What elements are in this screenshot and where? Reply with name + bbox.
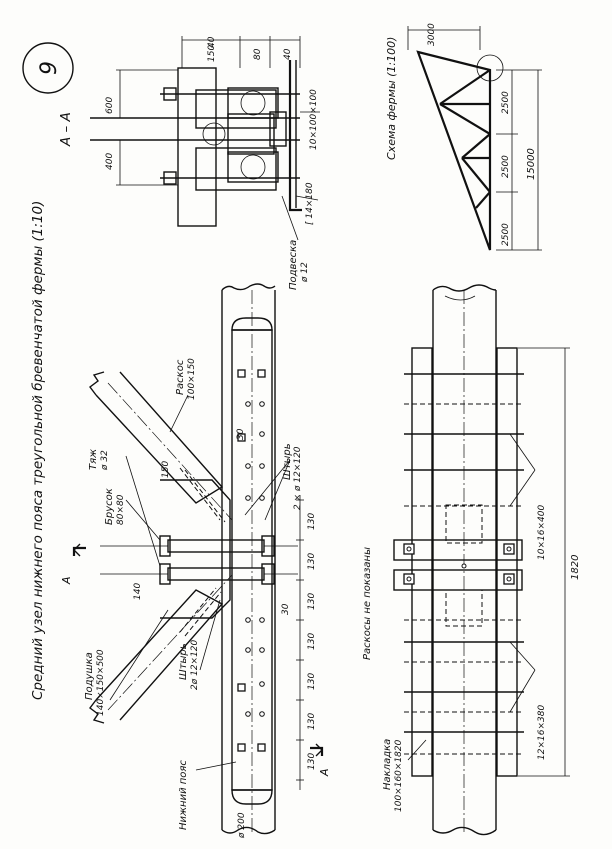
nizhniy-poyas-label: Нижний пояс [178,760,189,830]
dim-2500c: 2500 [501,223,511,246]
channel-size: [ 14×180 [305,182,315,225]
dim-3000: 3000 [427,23,437,46]
bolts-top-spec: 10×16×400 [537,505,547,560]
raskos-label: Раскос [175,359,186,395]
dim-130-7: 130 [307,753,317,770]
dim-130-3: 130 [307,593,317,610]
dim-150: 150 [161,461,171,478]
nakladka-size: 100×160×1820 [394,739,404,812]
note-no-braces: Раскосы не показаны [362,547,373,660]
dim-40a: 40 [207,36,217,48]
chord-bolts [237,369,266,752]
sheet-number-badge: 9 [22,42,74,94]
plan-view [72,283,324,835]
dim-130-5: 130 [307,673,317,690]
shtyr-bottom-size: 2ø 12×120 [190,639,200,690]
dim-30a: 30 [236,428,246,440]
section-title: А – А [58,112,74,147]
dim-2500a: 2500 [501,91,511,114]
dim-130-6: 130 [307,713,317,730]
drawing-title: Средний узел нижнего пояса треугольной б… [30,201,46,700]
dim-400: 400 [105,153,115,170]
dim-130-4: 130 [307,633,317,650]
plan-labels: Раскос 100×150 Тяж ø 32 Брусок 80×80 Под… [60,358,331,839]
podveska-label: Подвеска [288,240,299,290]
dim-30b: 30 [281,603,291,615]
dim-140: 140 [133,583,143,600]
scheme-title: Схема фермы (1:100) [385,37,398,160]
dim-150s: 150 [207,45,217,62]
nakladka-label: Накладка [382,739,393,790]
dim-600: 600 [105,97,115,114]
section-mark-a1: А [60,576,73,585]
shtyr-top-label: Штырь [282,443,293,480]
truss-scheme [407,26,542,251]
brusok-size: 80×80 [116,494,126,525]
side-labels: Раскосы не показаны 10×16×400 12×16×380 … [362,505,581,812]
log-dia: ø 200 [237,812,247,839]
dim-130-1: 130 [307,513,317,530]
section-mark-a2: А [318,768,331,777]
dim-130-2: 130 [307,553,317,570]
dim-1820: 1820 [570,555,581,580]
tyazh-label: Тяж [88,449,99,470]
shtyr-bottom-label: Штырь [178,643,189,680]
dim-15000: 15000 [526,148,537,180]
raskos-size: 100×150 [187,358,197,400]
scheme-labels: Схема фермы (1:100) 3000 2500 2500 2500 … [385,23,537,246]
side-view [393,284,570,836]
tyazh-size: ø 32 [100,450,110,471]
section-a-a [90,36,320,241]
podveska-size: ø 12 [300,262,310,283]
dim-40b: 40 [283,48,293,60]
brusok-label: Брусок [104,488,115,525]
plate-size: 10×100×100 [309,89,319,150]
section-labels: А – А 600 400 40 150 80 40 10×100×100 [ … [58,36,319,290]
podushka-size: 140×150×500 [96,649,106,716]
bolts-bottom-spec: 12×16×380 [537,705,547,760]
dim-2500b: 2500 [501,155,511,178]
sheet-number: 9 [37,61,62,75]
podushka-label: Подушка [84,652,95,700]
dim-80: 80 [253,48,263,60]
shtyr-top-size: 2 × ø 12×120 [293,446,303,510]
